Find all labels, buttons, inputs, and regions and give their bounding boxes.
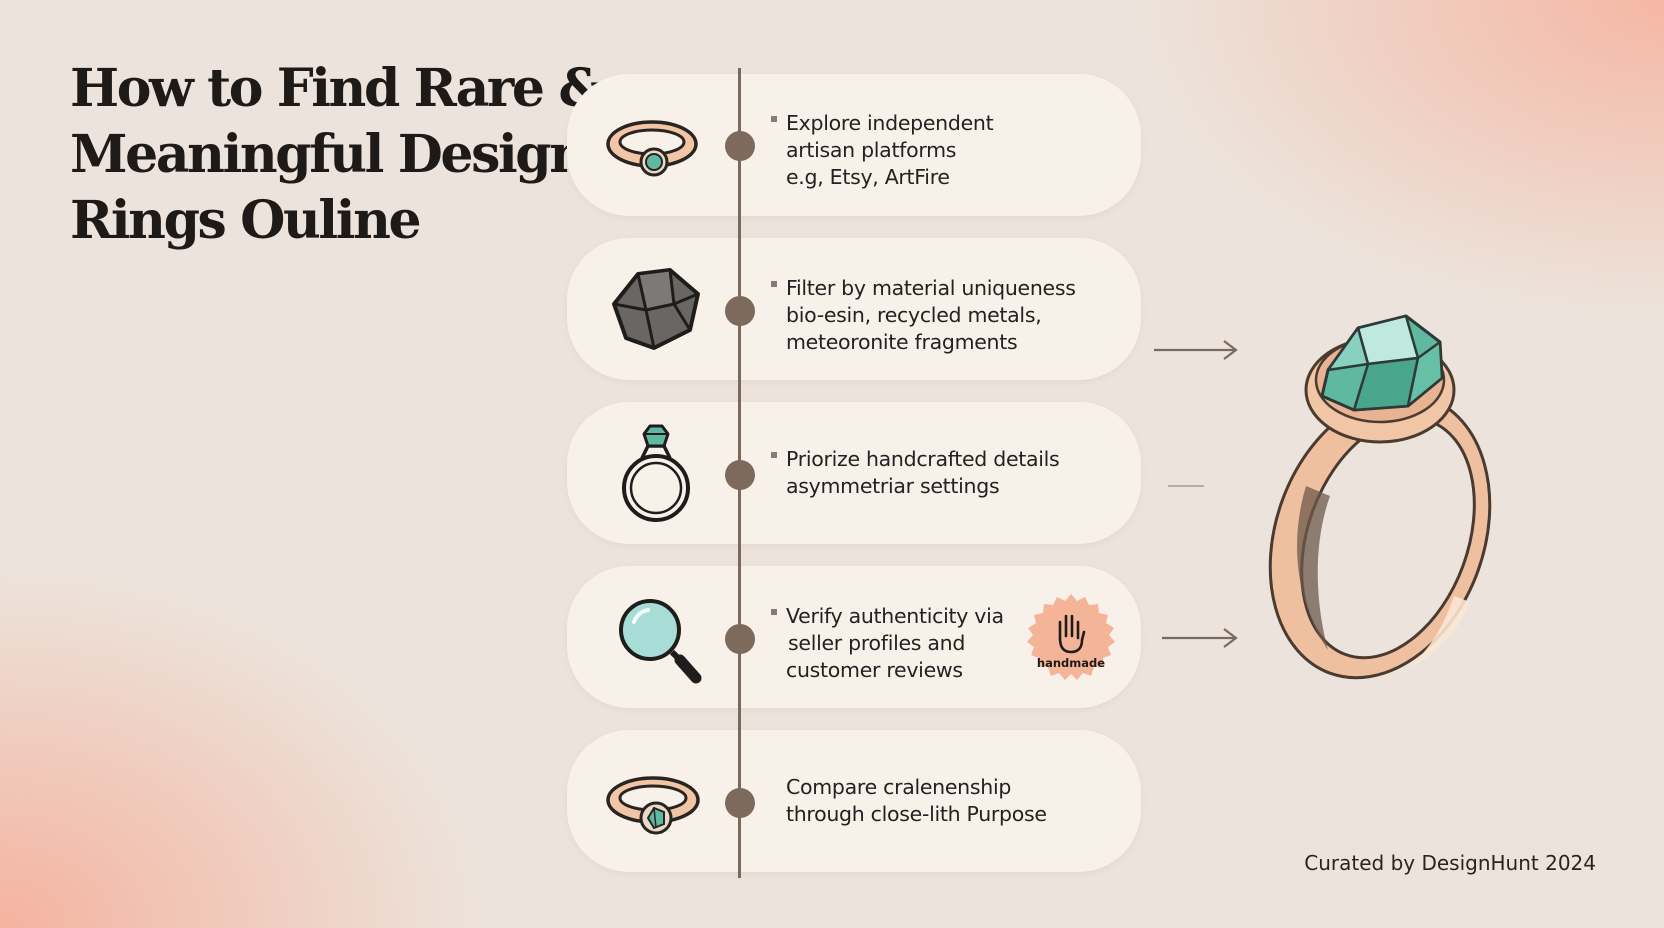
timeline-dot-1: [725, 131, 755, 161]
step-text-2: Filter by material uniqueness bio-esin, …: [786, 275, 1076, 356]
hand-icon: [1058, 614, 1086, 654]
step-text-1: Explore independent artisan platforms e.…: [786, 110, 994, 191]
step-2-line-1: Filter by material uniqueness: [786, 276, 1076, 300]
step-text-3: Priorize handcrafted details asymmetriar…: [786, 446, 1060, 500]
handmade-badge: handmade: [1027, 594, 1115, 680]
emerald-ring-icon: [1268, 314, 1492, 680]
bullet-1: [771, 116, 777, 122]
raw-stone-icon: [612, 268, 700, 350]
connector-line: [1168, 485, 1204, 487]
step-2-line-2: bio-esin, recycled metals,: [786, 303, 1042, 327]
timeline-dot-4: [725, 624, 755, 654]
title-line-1: How to Find Rare &: [70, 58, 605, 119]
arrow-right-icon: [1162, 628, 1238, 648]
bullet-3: [771, 452, 777, 458]
timeline-dot-3: [725, 460, 755, 490]
step-4-line-1: Verify authenticity via: [786, 604, 1004, 628]
solitaire-ring-icon: [622, 424, 690, 522]
title-line-2: Meaningful Design: [70, 124, 587, 185]
step-3-line-1: Priorize handcrafted details: [786, 447, 1060, 471]
step-5-line-2: through close-lith Purpose: [786, 802, 1047, 826]
page-title: How to Find Rare & Meaningful Design Rin…: [70, 56, 605, 254]
title-line-3: Rings Ouline: [70, 190, 422, 251]
step-1-line-2: artisan platforms: [786, 138, 957, 162]
timeline-dot-5: [725, 788, 755, 818]
footer-credit: Curated by DesignHunt 2024: [1304, 851, 1596, 875]
step-2-line-3: meteoronite fragments: [786, 330, 1018, 354]
gold-ring-icon: [606, 120, 698, 177]
step-4-line-2: seller profiles and: [788, 631, 966, 655]
gem-ring-icon: [606, 776, 700, 835]
step-1-line-3: e.g, Etsy, ArtFire: [786, 165, 950, 189]
step-3-line-2: asymmetriar settings: [786, 474, 1000, 498]
step-4-line-3: customer reviews: [786, 658, 963, 682]
bullet-2: [771, 281, 777, 287]
step-text-5: Compare cralenenship through close-lith …: [786, 774, 1047, 828]
magnifier-icon: [619, 599, 702, 684]
step-1-line-1: Explore independent: [786, 111, 994, 135]
arrow-right-icon: [1154, 340, 1238, 360]
bullet-4: [771, 609, 777, 615]
step-5-line-1: Compare cralenenship: [786, 775, 1012, 799]
badge-label: handmade: [1037, 656, 1105, 670]
step-text-4: Verify authenticity via seller profiles …: [786, 603, 1004, 684]
timeline-dot-2: [725, 296, 755, 326]
